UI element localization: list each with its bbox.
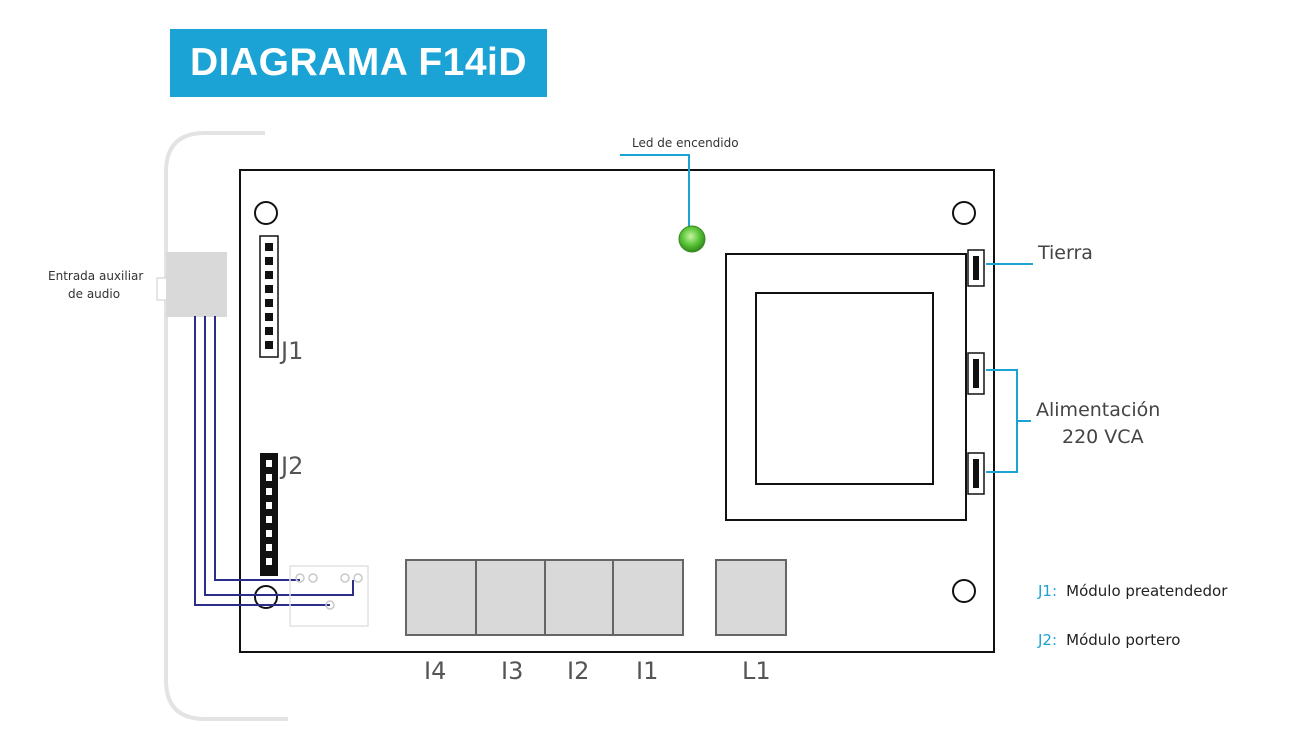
led-callout-line — [620, 154, 690, 227]
legend-j1-value: Módulo preatendedor — [1066, 582, 1228, 600]
relay-i3 — [475, 559, 546, 636]
page-title: DIAGRAMA F14iD — [189, 41, 528, 84]
legend-j1: J1: Módulo preatendedor — [1037, 581, 1228, 600]
legend-j1-key: J1: — [1037, 582, 1057, 600]
mounting-hole — [952, 579, 976, 603]
tierra-label: Tierra — [1037, 242, 1093, 264]
aux-audio-label-line1: Entrada auxiliar — [48, 269, 143, 283]
power-terminal-2 — [967, 452, 985, 495]
mounting-hole — [952, 201, 976, 225]
enclosure-outline — [164, 131, 288, 721]
tierra-terminal — [967, 249, 985, 287]
legend-j2-value: Módulo portero — [1066, 631, 1180, 649]
aux-audio-label-line2: de audio — [68, 287, 120, 301]
j2-connector-block — [289, 565, 369, 627]
relay-i4 — [405, 559, 477, 636]
title-banner: DIAGRAMA F14iD — [170, 29, 547, 97]
relay-i1-label: I1 — [636, 657, 658, 685]
power-terminal-1 — [967, 352, 985, 395]
relay-i2 — [544, 559, 614, 636]
relay-group — [405, 559, 787, 636]
relay-l1 — [715, 559, 787, 636]
j2-connector-pins — [295, 573, 363, 610]
transformer-inner — [755, 292, 934, 485]
legend-j2-key: J2: — [1037, 631, 1057, 649]
j1-label: J1 — [279, 337, 303, 365]
relay-i3-label: I3 — [501, 657, 523, 685]
led-label: Led de encendido — [632, 136, 739, 150]
alimentacion-callout-lines — [986, 369, 1031, 473]
j2-connector — [260, 453, 278, 576]
j2-label: J2 — [279, 452, 303, 480]
aux-audio-jack — [166, 252, 227, 317]
relay-l1-label: L1 — [742, 657, 771, 685]
relay-i1 — [612, 559, 684, 636]
relay-i2-label: I2 — [567, 657, 589, 685]
mounting-hole — [254, 201, 278, 225]
alimentacion-label: Alimentación — [1036, 399, 1160, 421]
mounting-hole — [254, 585, 278, 609]
power-led — [678, 225, 706, 253]
aux-jack-tab — [156, 277, 168, 301]
voltage-label: 220 VCA — [1062, 426, 1144, 448]
relay-i4-label: I4 — [424, 657, 446, 685]
j1-connector — [259, 235, 279, 358]
legend-j2: J2: Módulo portero — [1037, 630, 1180, 649]
audio-wires — [194, 316, 354, 606]
